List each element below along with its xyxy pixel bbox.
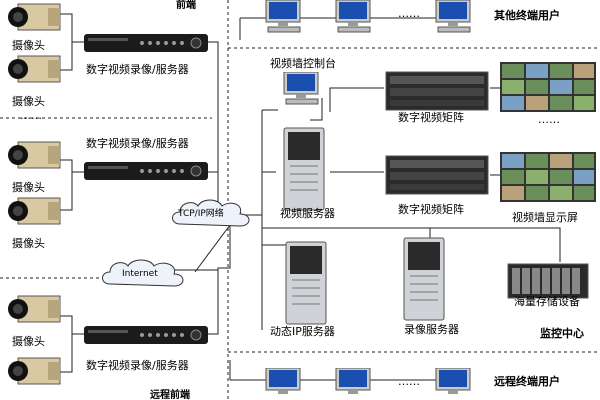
console-computer-icon <box>283 72 319 105</box>
storage-label: 海量存储设备 <box>514 295 580 308</box>
digital-matrix-label: 数字视频矩阵 <box>398 111 464 124</box>
camera-label: 摄像头 <box>12 237 45 250</box>
camera-icon <box>8 3 61 31</box>
video-server-label: 视频服务器 <box>280 207 335 220</box>
dynamic-ip-server-icon <box>285 241 327 325</box>
dynamic-ip-server-label: 动态IP服务器 <box>270 325 335 338</box>
ellipsis: …… <box>398 375 420 388</box>
computer-icon <box>335 0 371 33</box>
digital-matrix-label: 数字视频矩阵 <box>398 203 464 216</box>
camera-label: 摄像头 <box>12 95 45 108</box>
camera-icon <box>8 357 61 385</box>
computer-icon <box>335 368 371 394</box>
camera-icon <box>8 141 61 169</box>
camera-label: 摄像头 <box>12 181 45 194</box>
matrix-rack-icon <box>385 155 489 195</box>
dvr-label: 数字视频录像/服务器 <box>86 137 189 150</box>
ellipsis: …… <box>538 113 560 126</box>
internet-label: Internet <box>122 269 158 279</box>
dvr-device-icon <box>84 34 208 52</box>
remote-frontend-label: 远程前端 <box>150 390 190 400</box>
recording-server-label: 录像服务器 <box>404 323 459 336</box>
ellipsis: …… <box>20 109 42 122</box>
camera-label: 摄像头 <box>12 335 45 348</box>
remote-users-label: 远程终端用户 <box>494 375 560 388</box>
computer-icon <box>435 0 471 33</box>
video-wall-screen-icon <box>500 62 596 112</box>
video-wall-screen-icon <box>500 152 596 202</box>
camera-icon <box>8 295 61 323</box>
video-server-icon <box>283 127 325 211</box>
other-users-label: 其他终端用户 <box>494 9 560 22</box>
monitor-center-label: 监控中心 <box>540 327 584 340</box>
internet-cloud-icon <box>102 259 184 287</box>
camera-label: 摄像头 <box>12 39 45 52</box>
dvr-device-icon <box>84 162 208 180</box>
computer-icon <box>265 0 301 33</box>
camera-icon <box>8 55 61 83</box>
dvr-label: 数字视频录像/服务器 <box>86 359 189 372</box>
computer-icon <box>435 368 471 394</box>
frontend-label: 前端 <box>176 0 196 11</box>
video-wall-display-label: 视频墙显示屏 <box>512 211 578 224</box>
recording-server-icon <box>403 237 445 321</box>
camera-icon <box>8 197 61 225</box>
dvr-device-icon <box>84 326 208 344</box>
tcpip-cloud-icon <box>172 199 250 227</box>
video-wall-console-label: 视频墙控制台 <box>270 57 336 70</box>
storage-array-icon <box>507 263 589 299</box>
computer-icon <box>265 368 301 394</box>
matrix-rack-icon <box>385 71 489 111</box>
tcpip-label: TCP/IP网络 <box>178 209 224 219</box>
dvr-label: 数字视频录像/服务器 <box>86 63 189 76</box>
ellipsis: …… <box>398 7 420 20</box>
